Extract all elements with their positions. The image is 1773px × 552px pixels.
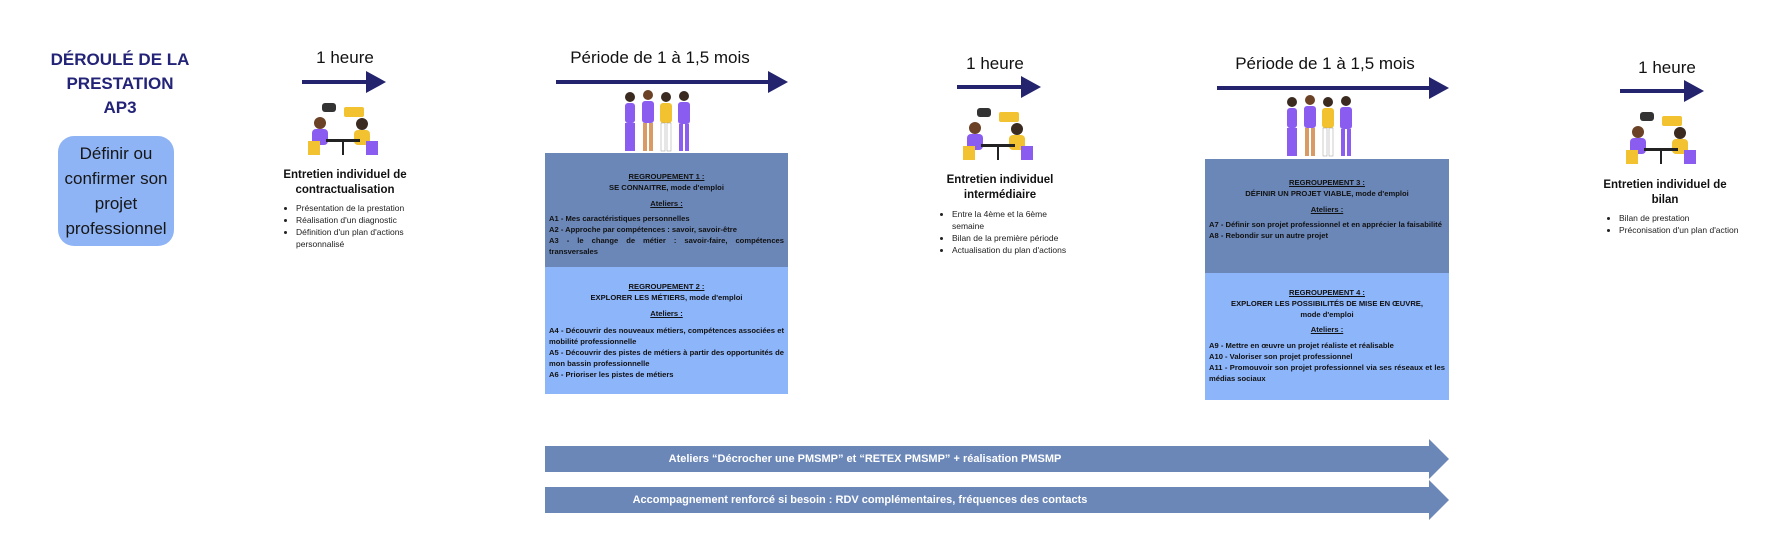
goal-line-2: confirmer son bbox=[64, 169, 168, 188]
entretien3-title: Entretien individuel de bilan bbox=[1590, 178, 1740, 208]
band-accompagnement-label: Accompagnement renforcé si besoin : RDV … bbox=[632, 494, 1088, 506]
goal-line-4: professionnel bbox=[65, 219, 167, 238]
list-item: Actualisation du plan d'actions bbox=[952, 244, 1072, 256]
regroupement-1-box: REGROUPEMENT 1 : SE CONNAITRE, mode d'em… bbox=[545, 153, 788, 267]
entretien2-title-line-1: Entretien individuel bbox=[946, 174, 1054, 186]
list-item: A10 - Valoriser son projet professionnel bbox=[1209, 352, 1353, 361]
list-item: Préconisation d'un plan d'action bbox=[1619, 224, 1739, 236]
reg1-subtitle: SE CONNAITRE, mode d'emploi bbox=[609, 183, 724, 192]
list-item: Réalisation d'un diagnostic bbox=[296, 214, 416, 226]
reg4-subtitle-line-1: EXPLORER LES POSSIBILITÉS DE MISE EN ŒUV… bbox=[1231, 299, 1423, 308]
regroupement-4-box: REGROUPEMENT 4 : EXPLORER LES POSSIBILIT… bbox=[1205, 273, 1449, 400]
group-illustration-icon bbox=[620, 89, 700, 153]
title-line-2: PRESTATION bbox=[66, 74, 174, 93]
goal-line-1: Définir ou bbox=[79, 144, 153, 163]
duration-label-3: 1 heure bbox=[966, 54, 1024, 73]
list-item: A5 - Découvrir des pistes de métiers à p… bbox=[549, 348, 784, 368]
duration-label-2: Période de 1 à 1,5 mois bbox=[570, 48, 750, 67]
page-title: DÉROULÉ DE LA PRESTATION AP3 bbox=[30, 48, 210, 120]
list-item: A11 - Promouvoir son projet professionne… bbox=[1209, 363, 1445, 383]
entretien3-bullet-list: Bilan de prestation Préconisation d'un p… bbox=[1605, 212, 1739, 236]
entretien3-title-line-2: bilan bbox=[1651, 194, 1679, 206]
band-pmsmp-label: Ateliers “Décrocher une PMSMP” et “RETEX… bbox=[668, 453, 1062, 465]
reg2-ateliers-label: Ateliers : bbox=[650, 309, 683, 318]
entretien2-title-line-2: intermédiaire bbox=[963, 189, 1037, 201]
title-line-1: DÉROULÉ DE LA bbox=[50, 50, 190, 69]
entretien1-bullet-list: Présentation de la prestation Réalisatio… bbox=[282, 202, 416, 250]
list-item: A4 - Découvrir des nouveaux métiers, com… bbox=[549, 326, 784, 346]
entretien3-title-line-1: Entretien individuel de bbox=[1603, 179, 1727, 191]
band-arrow-pmsmp: Ateliers “Décrocher une PMSMP” et “RETEX… bbox=[545, 439, 1449, 479]
reg3-ateliers-label: Ateliers : bbox=[1310, 205, 1344, 214]
goal-bubble: Définir ou confirmer son projet professi… bbox=[58, 136, 174, 246]
list-item: A6 - Prioriser les pistes de métiers bbox=[549, 370, 674, 379]
goal-line-3: projet bbox=[94, 194, 138, 213]
list-item: Définition d'un plan d'actions personnal… bbox=[296, 226, 416, 250]
entretien1-title-line-2: contractualisation bbox=[295, 184, 395, 196]
list-item: A7 - Définir son projet professionnel et… bbox=[1209, 220, 1442, 229]
band-arrow-accompagnement: Accompagnement renforcé si besoin : RDV … bbox=[545, 480, 1449, 520]
list-item: Entre la 4ème et la 6ème semaine bbox=[952, 208, 1072, 232]
list-item: Présentation de la prestation bbox=[296, 202, 416, 214]
reg1-heading: REGROUPEMENT 1 : bbox=[628, 172, 705, 181]
entretien2-bullet-list: Entre la 4ème et la 6ème semaine Bilan d… bbox=[938, 208, 1072, 256]
list-item: A8 - Rebondir sur un autre projet bbox=[1209, 231, 1328, 240]
reg3-subtitle: DÉFINIR UN PROJET VIABLE, mode d'emploi bbox=[1245, 189, 1409, 198]
regroupement-3-box: REGROUPEMENT 3 : DÉFINIR UN PROJET VIABL… bbox=[1205, 159, 1449, 273]
reg2-heading: REGROUPEMENT 2 : bbox=[628, 282, 705, 291]
list-item: Bilan de prestation bbox=[1619, 212, 1739, 224]
regroupement-2-box: REGROUPEMENT 2 : EXPLORER LES MÉTIERS, m… bbox=[545, 267, 788, 394]
reg4-heading: REGROUPEMENT 4 : bbox=[1289, 288, 1365, 297]
entretien2-title: Entretien individuel intermédiaire bbox=[925, 173, 1075, 203]
reg3-heading: REGROUPEMENT 3 : bbox=[1289, 178, 1365, 187]
reg4-subtitle-line-2: mode d'emploi bbox=[1300, 310, 1354, 319]
meeting-illustration-icon bbox=[300, 97, 386, 157]
reg4-ateliers-label: Ateliers : bbox=[1310, 325, 1344, 334]
list-item: A9 - Mettre en œuvre un projet réaliste … bbox=[1209, 341, 1394, 350]
meeting-illustration-icon bbox=[955, 102, 1041, 162]
duration-label-5: 1 heure bbox=[1638, 58, 1696, 77]
group-illustration-icon bbox=[1282, 94, 1362, 158]
duration-label-4: Période de 1 à 1,5 mois bbox=[1235, 54, 1415, 73]
reg2-subtitle: EXPLORER LES MÉTIERS, mode d'emploi bbox=[590, 293, 743, 302]
list-item: A2 - Approche par compétences : savoir, … bbox=[549, 225, 737, 234]
reg1-ateliers-label: Ateliers : bbox=[650, 199, 683, 208]
meeting-illustration-icon bbox=[1618, 106, 1704, 166]
list-item: A3 - le change de métier : savoir-faire,… bbox=[549, 236, 784, 256]
title-line-3: AP3 bbox=[103, 98, 137, 117]
entretien1-title-line-1: Entretien individuel de bbox=[283, 169, 407, 181]
list-item: A1 - Mes caractéristiques personnelles bbox=[549, 214, 690, 223]
list-item: Bilan de la première période bbox=[952, 232, 1072, 244]
entretien1-title: Entretien individuel de contractualisati… bbox=[270, 168, 420, 198]
duration-label-1: 1 heure bbox=[316, 48, 374, 67]
